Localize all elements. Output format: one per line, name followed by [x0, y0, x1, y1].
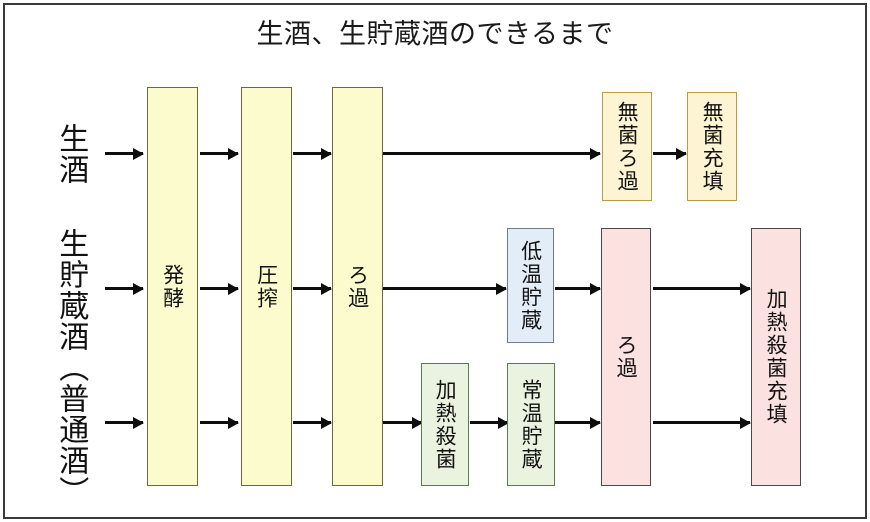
arrow-row3-pressing-to-filtration: [293, 421, 331, 424]
arrow-row2-low-temp-storage-to-filtration2: [555, 287, 600, 290]
arrow-row2-filtration2-to-heat-fill: [653, 287, 750, 290]
node-pressing-label: 圧搾: [254, 263, 279, 310]
arrow-row3-filtration-to-heat-sterilization: [382, 421, 422, 424]
node-low-temp-storage[interactable]: 低温貯蔵: [507, 228, 554, 343]
arrow-row1-pressing-to-filtration: [293, 152, 331, 155]
node-low-temp-storage-label: 低温貯蔵: [518, 239, 543, 332]
arrow-row3-room-temp-to-filtration2: [555, 421, 600, 424]
arrow-row1-fermentation-to-pressing: [200, 152, 238, 155]
node-sterile-filling[interactable]: 無菌充填: [687, 92, 737, 201]
row-label-namazake: 生酒: [53, 123, 89, 185]
node-filtration-main-label: ろ過: [345, 263, 370, 310]
node-sterile-filling-label: 無菌充填: [700, 100, 725, 193]
node-room-temp-storage[interactable]: 常温貯蔵: [507, 363, 555, 486]
node-filtration-second-label: ろ過: [614, 334, 639, 380]
page-title: 生酒、生貯蔵酒のできるまで: [256, 19, 614, 50]
arrow-row2-filtration-to-low-temp-storage: [382, 287, 506, 290]
arrow-row3-label-to-fermentation: [105, 421, 143, 424]
arrow-row2-fermentation-to-pressing: [200, 287, 238, 290]
node-room-temp-storage-label: 常温貯蔵: [519, 378, 544, 471]
node-heat-sterilization-label: 加熱殺菌: [433, 378, 458, 471]
node-pressing[interactable]: 圧搾: [241, 87, 292, 486]
node-sterile-filtration-label: 無菌ろ過: [615, 100, 640, 193]
node-heat-sterilize-fill-label: 加熱殺菌充填: [764, 288, 789, 426]
arrow-row2-label-to-fermentation: [105, 287, 143, 290]
row-label-namachozoshu: 生貯蔵酒（普通酒）: [53, 227, 89, 507]
node-heat-sterilize-fill[interactable]: 加熱殺菌充填: [751, 228, 801, 486]
arrow-row1-sterile-filtration-to-filling: [653, 152, 686, 155]
arrow-row3-heat-sterilization-to-room-temp: [470, 421, 508, 424]
node-filtration-main[interactable]: ろ過: [332, 87, 383, 486]
arrow-row1-filtration-to-sterile-filtration: [382, 152, 600, 155]
node-heat-sterilization[interactable]: 加熱殺菌: [421, 363, 469, 486]
node-sterile-filtration[interactable]: 無菌ろ過: [602, 92, 652, 201]
arrow-row2-pressing-to-filtration: [293, 287, 331, 290]
node-filtration-second[interactable]: ろ過: [601, 228, 651, 486]
arrow-row1-label-to-fermentation: [105, 152, 143, 155]
node-fermentation-label: 発酵: [160, 263, 185, 310]
node-fermentation[interactable]: 発酵: [147, 87, 198, 486]
arrow-row3-filtration2-to-heat-fill: [653, 421, 750, 424]
arrow-row3-fermentation-to-pressing: [200, 421, 238, 424]
